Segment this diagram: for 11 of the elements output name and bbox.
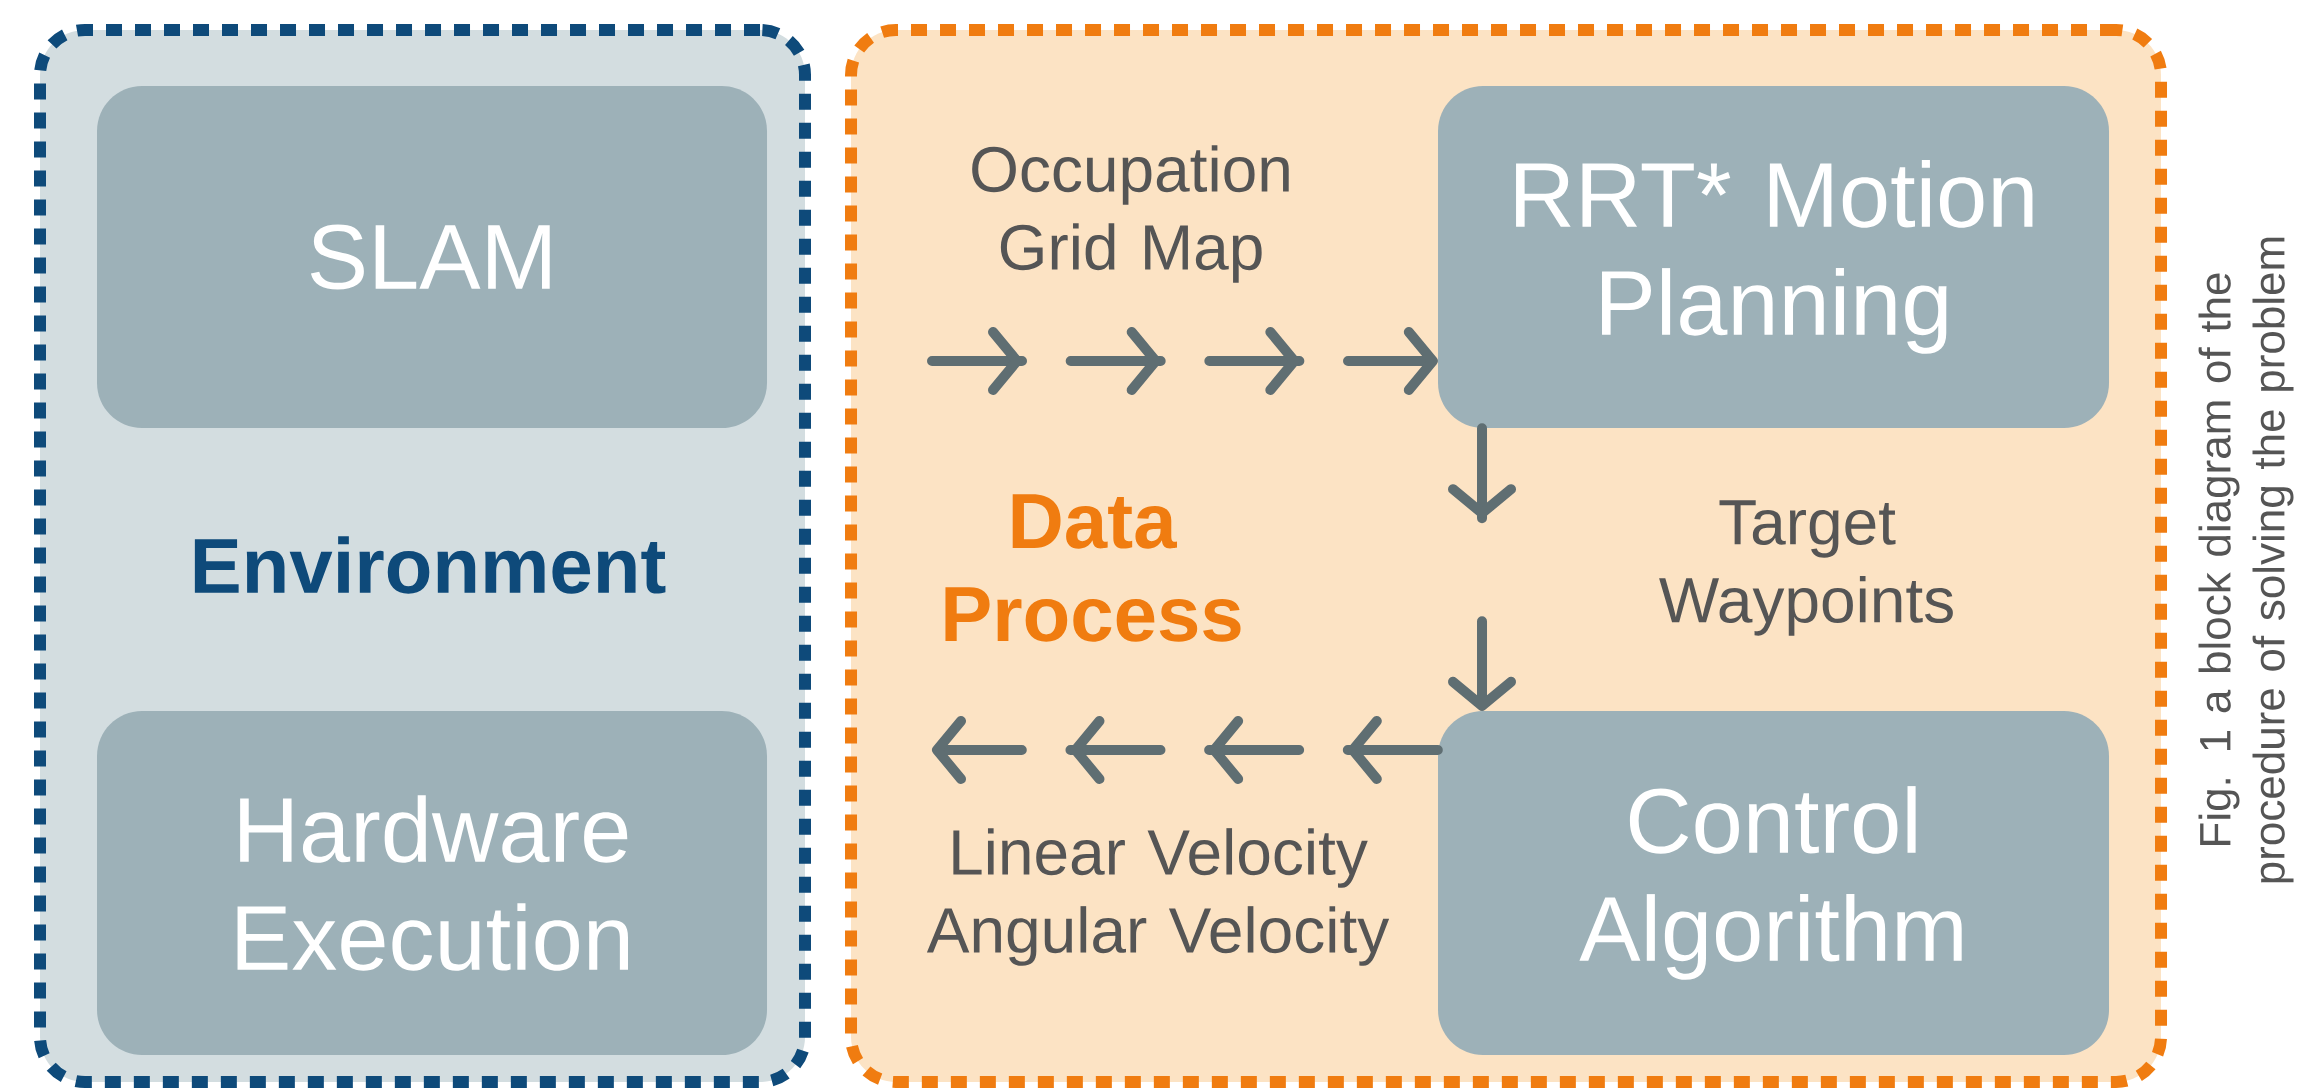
edge-label: Target Waypoints <box>1659 500 1953 636</box>
process-box: SLAM <box>97 86 767 428</box>
arrow <box>927 327 1438 395</box>
edge-label: Occupation Grid Map <box>972 145 1289 283</box>
process-box: Hardware Execution <box>97 711 767 1055</box>
arrow <box>932 716 1443 784</box>
arrow <box>1448 423 1516 711</box>
process-box: RRT* Motion Planning <box>1438 86 2109 428</box>
edge-label: Linear Velocity Angular Velocity <box>926 828 1390 966</box>
process-box: Control Algorithm <box>1438 711 2109 1055</box>
caption: Fig. 1 a block diagram of the procedure of solving the problem <box>2198 237 2294 883</box>
